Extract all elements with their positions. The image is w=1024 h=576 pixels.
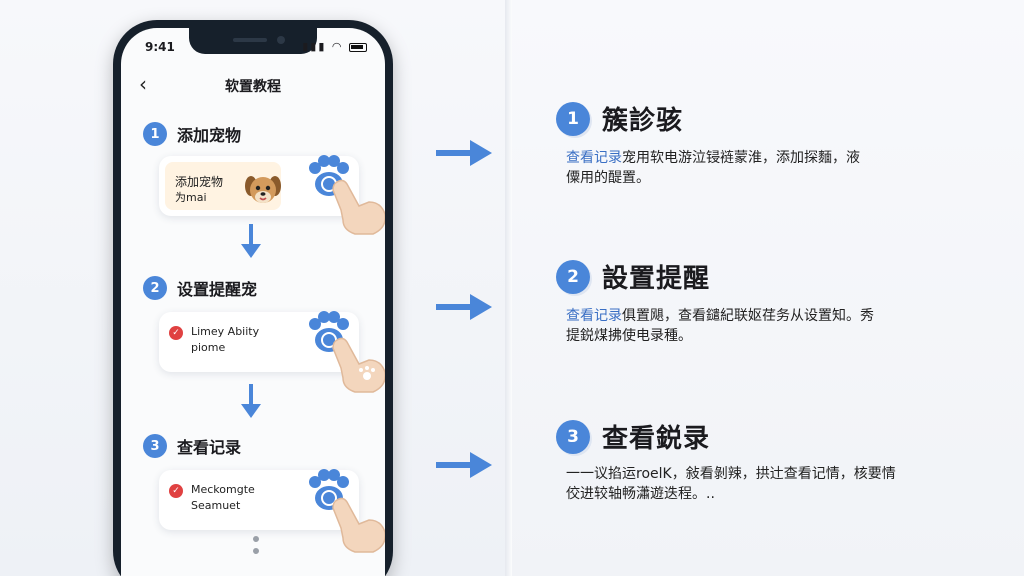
battery-icon (349, 42, 367, 52)
step-number: 3 (143, 434, 167, 458)
explain-step-3-desc: 一一议掐运roelK，敍看剝辣，拱辻查看记情，核要情 佼进较轴畅瀟遊迭程。.. (566, 464, 958, 504)
step-number: 2 (143, 276, 167, 300)
right-arrow-icon (436, 452, 492, 478)
down-arrow-icon (241, 384, 261, 418)
card-line-2: piome (191, 341, 226, 354)
right-arrow-icon (436, 140, 492, 166)
signal-icon: ▮▮▮ (302, 40, 327, 53)
card-line-1: Meckomgte (191, 483, 255, 496)
card-line-1: 添加宠物 (175, 175, 224, 189)
check-icon: ✓ (169, 484, 183, 498)
card-line-2: Seamuet (191, 499, 241, 512)
card-line-1: Limey Abiity (191, 325, 260, 338)
step-number: 2 (556, 259, 590, 294)
explain-title: 設置提醒 (602, 264, 711, 294)
wifi-icon: ◠ (331, 40, 344, 53)
step-1-header: 1 添加宠物 (143, 120, 241, 148)
desc-line-2: 佼进较轴畅瀟遊迭程。.. (566, 486, 715, 502)
step-number: 1 (143, 122, 167, 146)
status-icons: ▮▮▮ ◠ (302, 40, 367, 53)
desc-line-2: 提鋭煤拂使电录種。 (566, 328, 692, 344)
page-title: 软置教程 (225, 79, 281, 95)
desc-line-1: 宠用软电游泣锓裢蒙淮，添加探麵，液 (622, 150, 860, 166)
down-arrow-icon (241, 224, 261, 258)
desc-line-1: 一一议掐运roelK，敍看剝辣，拱辻查看记情，核要情 (566, 466, 896, 482)
step-title: 添加宠物 (177, 126, 242, 145)
dog-icon (245, 176, 281, 203)
status-time: 9:41 (145, 40, 175, 54)
explain-step-1-header: 1 簇診骇 (556, 100, 683, 137)
explain-step-2-header: 2 設置提醒 (556, 258, 710, 295)
desc-line-2: 僳用的醍置。 (566, 170, 650, 186)
highlight-text: 查看记录 (566, 308, 622, 324)
pointing-hand-icon (332, 179, 385, 235)
desc-line-1: 俱置飓，查看鑓紀联妪荏务从设置知。秀 (622, 308, 874, 324)
phone-mockup: 9:41 ▮▮▮ ◠ ‹ 软置教程 1 添加宠物 添加宠物 为mai (113, 20, 393, 576)
front-camera (277, 36, 285, 44)
pointing-hand-icon (332, 497, 385, 553)
phone-notch (189, 28, 317, 54)
explain-title: 簇診骇 (602, 106, 684, 136)
explain-step-2-desc: 查看记录俱置飓，查看鑓紀联妪荏务从设置知。秀 提鋭煤拂使电录種。 (566, 306, 958, 346)
check-icon: ✓ (169, 326, 183, 340)
right-panel-background (512, 0, 1024, 576)
pet-chip: 添加宠物 为mai (165, 162, 281, 210)
more-dots (253, 536, 259, 560)
card-text: Meckomgte Seamuet (191, 482, 255, 514)
card-text: Limey Abiity piome (191, 324, 259, 356)
step-number: 3 (556, 419, 590, 454)
step-2-header: 2 设置提醒宠 (143, 274, 257, 302)
explain-title: 查看鋭录 (602, 424, 711, 454)
chevron-left-icon[interactable]: ‹ (139, 72, 147, 96)
explain-step-1-desc: 查看记录宠用软电游泣锓裢蒙淮，添加探麵，液 僳用的醍置。 (566, 148, 958, 188)
phone-screen: 9:41 ▮▮▮ ◠ ‹ 软置教程 1 添加宠物 添加宠物 为mai (121, 28, 385, 576)
right-arrow-icon (436, 294, 492, 320)
panel-divider (505, 0, 512, 576)
pet-chip-text: 添加宠物 为mai (175, 174, 223, 206)
step-title: 查看记录 (177, 438, 242, 457)
highlight-text: 查看记录 (566, 150, 622, 166)
card-line-2: 为mai (175, 191, 207, 204)
speaker-grille (233, 38, 267, 42)
explain-step-3-header: 3 查看鋭录 (556, 418, 710, 455)
step-title: 设置提醒宠 (177, 280, 258, 299)
pointing-hand-icon (332, 337, 385, 393)
step-number: 1 (556, 101, 590, 136)
step-3-header: 3 查看记录 (143, 432, 241, 460)
